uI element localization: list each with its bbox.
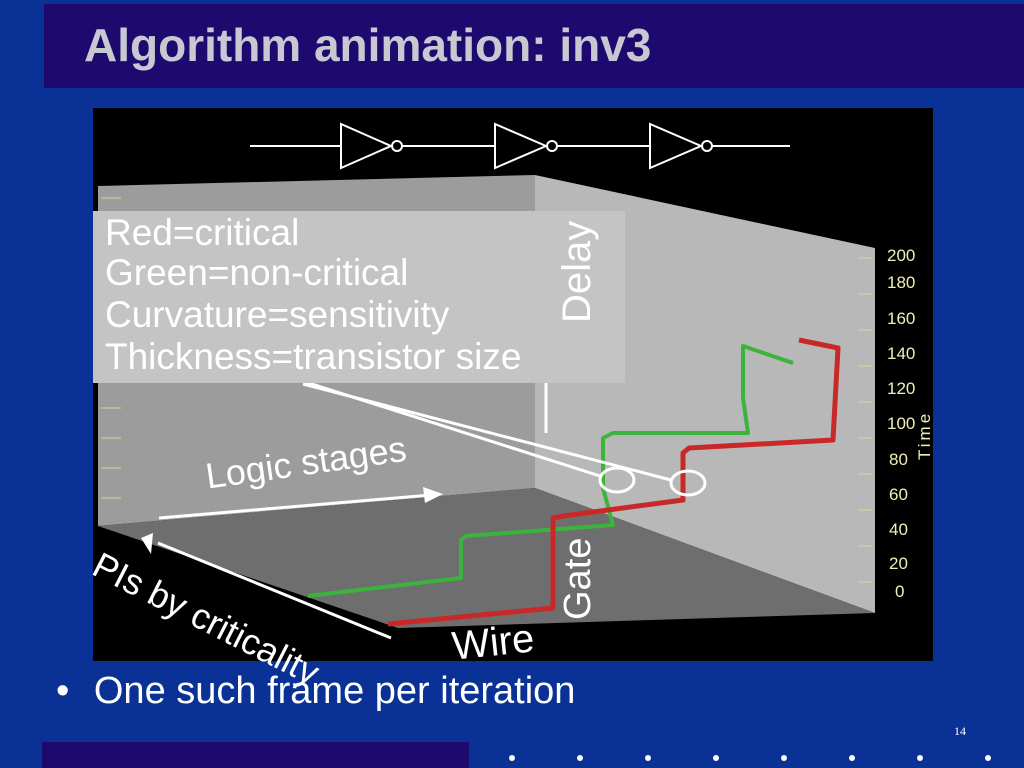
wire-label: Wire <box>450 616 537 669</box>
time-tick: 80 <box>889 450 908 469</box>
time-tick: 120 <box>887 379 916 398</box>
time-tick: 40 <box>889 520 908 539</box>
time-tick: 140 <box>887 344 916 363</box>
time-tick: 20 <box>889 554 908 573</box>
legend-line-thickness: Thickness=transistor size <box>105 336 522 377</box>
pointer-line-2 <box>302 382 672 482</box>
legend-line-curvature: Curvature=sensitivity <box>105 294 450 335</box>
slide-title: Algorithm animation: inv3 <box>84 19 652 71</box>
bullet-item: • One such frame per iteration <box>56 670 575 713</box>
right-wall-ticks <box>858 257 873 583</box>
footer-dot <box>509 755 515 761</box>
time-tick: 0 <box>895 582 905 601</box>
time-tick: 60 <box>889 485 908 504</box>
inverter-2-icon <box>494 122 549 170</box>
footer-dot <box>917 755 923 761</box>
inverter-3-icon <box>649 122 704 170</box>
inverter-1-bubble <box>391 140 403 152</box>
logic-stages-arrow <box>158 487 443 520</box>
critical-path <box>387 337 841 627</box>
inverter-1-icon <box>340 122 394 170</box>
pis-arrow <box>141 533 392 640</box>
page-number: 14 <box>954 724 966 738</box>
floor <box>98 488 875 628</box>
bullet-marker: • <box>56 670 70 712</box>
time-tick: 160 <box>887 309 916 328</box>
title-bar: Algorithm animation: inv3 <box>44 4 1024 88</box>
inverter-chain-schematic <box>250 122 790 170</box>
footer-dot <box>577 755 583 761</box>
highlight-circle-2 <box>669 469 707 497</box>
footer-dot <box>985 755 991 761</box>
footer-dot <box>849 755 855 761</box>
time-tick: 180 <box>887 273 916 292</box>
footer-dot <box>645 755 651 761</box>
time-axis-label: Time <box>915 410 934 460</box>
footer-bar <box>42 742 469 768</box>
time-tick: 200 <box>887 246 916 265</box>
gate-label: Gate <box>557 537 599 620</box>
animation-frame: Red=critical Green=non-critical Curvatur… <box>86 108 934 693</box>
footer-dot <box>713 755 719 761</box>
delay-label: Delay <box>555 220 599 323</box>
timing-3d-plot <box>98 122 875 640</box>
legend-box: Red=critical Green=non-critical Curvatur… <box>93 211 625 383</box>
legend-line-critical: Red=critical <box>105 212 300 253</box>
footer-dot <box>781 755 787 761</box>
time-tick: 100 <box>887 414 916 433</box>
bullet-text: One such frame per iteration <box>93 670 576 712</box>
legend-line-noncritical: Green=non-critical <box>105 252 409 293</box>
highlight-circle-1 <box>598 466 636 494</box>
